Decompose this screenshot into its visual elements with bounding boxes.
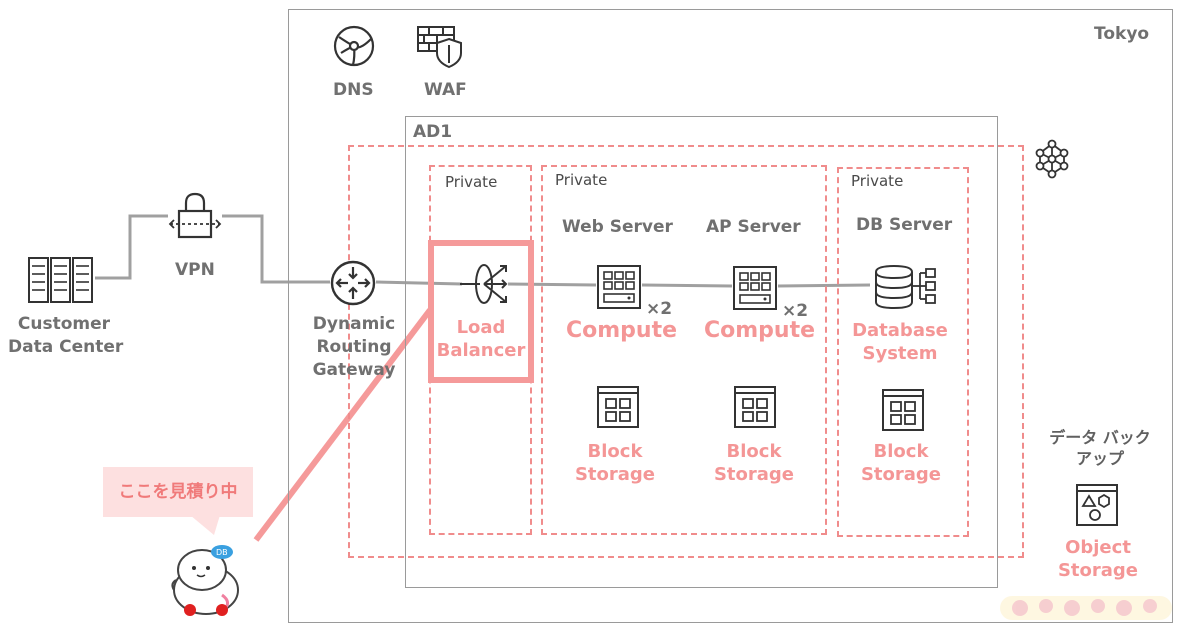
compute-ap-icon	[733, 266, 777, 310]
bs-ap-line1: Block	[726, 441, 782, 462]
bs-web-line2: Storage	[574, 464, 656, 485]
customer-dc-line1: Customer	[17, 314, 111, 334]
customer-dc-label: Customer Data Center	[8, 313, 124, 359]
web-server-label: Web Server	[562, 217, 673, 237]
db-sys-line1: Database	[852, 320, 948, 341]
backup-line1: データ バック	[1049, 428, 1151, 447]
block-storage-web-icon	[597, 386, 639, 428]
subnet-db	[837, 167, 969, 537]
obj-line1: Object	[1065, 537, 1131, 558]
load-balancer-icon	[460, 264, 508, 304]
estimate-callout: ここを見積り中	[103, 467, 253, 517]
region-tokyo-label: Tokyo	[1094, 24, 1150, 44]
callout-tail	[190, 515, 220, 535]
lb-line2: Balancer	[436, 340, 526, 361]
waf-label: WAF	[424, 80, 467, 100]
db-server-label: DB Server	[856, 215, 953, 235]
subnet-app-label: Private	[555, 171, 608, 189]
mascot-character: DB	[171, 545, 239, 616]
customer-dc-line2: Data Center	[8, 337, 124, 357]
ap-multiplier: ×2	[782, 301, 809, 321]
object-storage-label: Object Storage	[1052, 536, 1144, 582]
link-ap-db	[777, 283, 871, 288]
web-multiplier: ×2	[646, 299, 673, 319]
backup-line2: アップ	[1075, 449, 1124, 468]
drg-router-icon	[330, 260, 376, 306]
db-sys-line2: System	[862, 343, 938, 364]
estimate-highlight-box	[428, 240, 534, 383]
watermark-logo	[1000, 596, 1172, 620]
database-system-label: Database System	[852, 319, 948, 365]
compute-web-icon	[597, 265, 641, 309]
mascot-badge: DB	[216, 548, 228, 557]
block-storage-db-icon	[882, 389, 924, 431]
drg-line1: Dynamic	[312, 314, 396, 334]
block-storage-web-label: Block Storage	[570, 440, 660, 486]
dns-label: DNS	[333, 80, 374, 100]
link-drg-lb	[375, 280, 463, 286]
obj-line2: Storage	[1057, 560, 1139, 581]
block-storage-ap-label: Block Storage	[709, 440, 799, 486]
subnet-app	[541, 165, 827, 535]
compute-web-label: Compute	[566, 318, 678, 343]
waf-icon	[417, 26, 462, 69]
compute-ap-label: Compute	[704, 318, 816, 343]
block-storage-db-label: Block Storage	[856, 440, 946, 486]
availability-domain-ad1	[405, 116, 998, 588]
lb-line1: Load	[456, 317, 506, 338]
load-balancer-label: Load Balancer	[434, 316, 528, 362]
dns-icon	[333, 25, 375, 67]
link-web-ap	[641, 283, 733, 288]
link-dc-vpn-drg	[95, 214, 168, 280]
data-backup-label: データ バック アップ	[1036, 427, 1164, 469]
database-icon	[875, 264, 936, 310]
drg-line2: Routing	[316, 337, 392, 357]
subnet-db-label: Private	[851, 172, 904, 190]
data-center-icon	[28, 257, 93, 303]
region-tokyo	[288, 9, 1173, 623]
ad1-label: AD1	[413, 122, 453, 142]
bs-db-line2: Storage	[860, 464, 942, 485]
bs-ap-line2: Storage	[713, 464, 795, 485]
block-storage-ap-icon	[734, 386, 776, 428]
vpn-label: VPN	[175, 260, 215, 280]
link-vpn-drg	[222, 214, 330, 284]
drg-label: Dynamic Routing Gateway	[306, 313, 402, 382]
ap-server-label: AP Server	[706, 217, 801, 237]
bs-web-line1: Block	[587, 441, 643, 462]
drg-line3: Gateway	[312, 360, 396, 380]
vcn-boundary	[348, 145, 1024, 558]
pointer-line	[253, 308, 433, 542]
vcn-icon	[1035, 139, 1069, 179]
object-storage-icon	[1076, 484, 1118, 526]
bs-db-line1: Block	[873, 441, 929, 462]
link-lb-web	[507, 282, 597, 287]
subnet-lb-label: Private	[445, 173, 498, 191]
vpn-icon	[168, 192, 222, 239]
